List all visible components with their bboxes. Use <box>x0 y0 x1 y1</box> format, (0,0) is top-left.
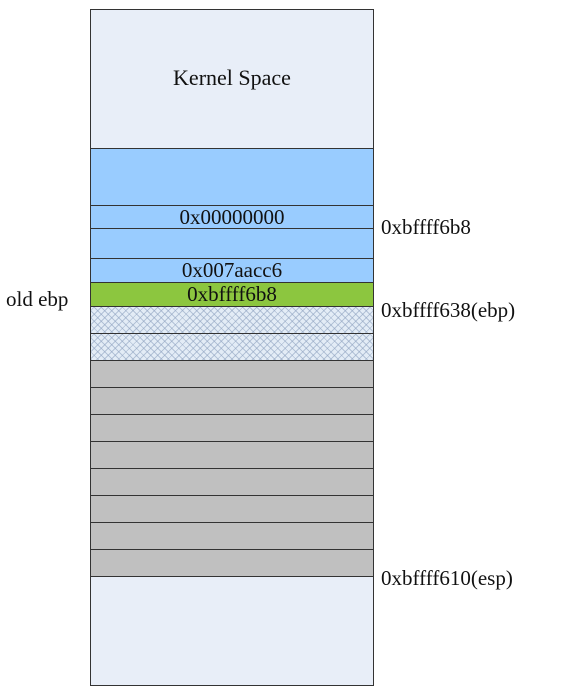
address-ebp-label: 0xbffff638(ebp) <box>381 298 516 322</box>
stack-cell-return-address: 0x007aacc6 <box>90 258 374 283</box>
stack-cell-gray-8 <box>90 549 374 577</box>
stack-cell-gray-2 <box>90 387 374 415</box>
stack-cell-gray-1 <box>90 360 374 388</box>
stack-cell-blank-blue <box>90 228 374 259</box>
stack-cell-gray-3 <box>90 414 374 442</box>
stack-cell-zero: 0x00000000 <box>90 205 374 229</box>
stack-region-upper-blue <box>90 148 374 206</box>
address-esp-label: 0xbffff610(esp) <box>381 566 513 590</box>
stack-cell-saved-ebp: 0xbffff6b8 <box>90 282 374 307</box>
stack-cell-gray-7 <box>90 522 374 550</box>
kernel-space-label: Kernel Space <box>173 65 291 90</box>
address-top-label: 0xbffff6b8 <box>381 215 471 239</box>
memory-stack: Kernel Space 0x00000000 0x007aacc6 0xbff… <box>90 9 374 686</box>
old-ebp-label: old ebp <box>6 287 69 311</box>
stack-cell-gray-6 <box>90 495 374 523</box>
stack-cell-gray-5 <box>90 468 374 496</box>
stack-cell-hatched-1 <box>90 306 374 334</box>
stack-cell-hatched-2 <box>90 333 374 361</box>
stack-cell-gray-4 <box>90 441 374 469</box>
